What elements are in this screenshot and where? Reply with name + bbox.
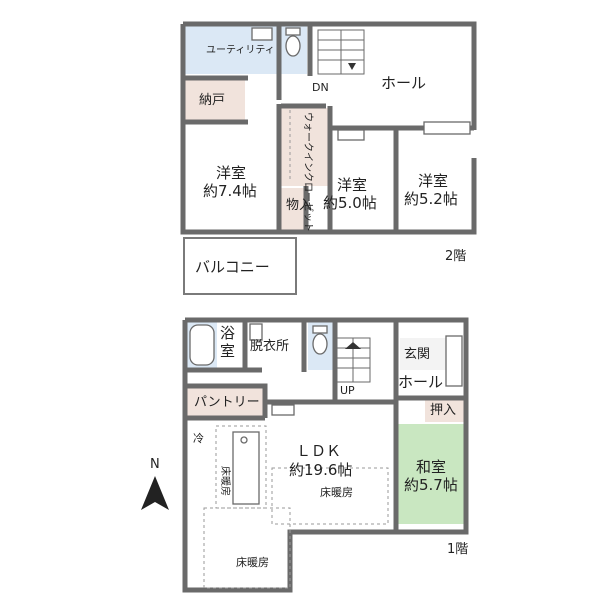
wall-1f-inner bbox=[185, 320, 466, 532]
north-arrow-icon bbox=[141, 476, 169, 510]
walkin-closet bbox=[281, 108, 329, 186]
bedroom1-name: 洋室 bbox=[216, 164, 246, 182]
bedroom3-size: 約5.2帖 bbox=[404, 190, 458, 208]
pantry-label: パントリー bbox=[194, 395, 260, 410]
floor-2: ユーティリティ 納戸 DN ホール ウォークインクローゼット 洋室 約7.4帖 … bbox=[180, 21, 477, 295]
balcony bbox=[183, 237, 297, 295]
stove bbox=[240, 436, 248, 444]
stairs-dn-label: DN bbox=[312, 81, 329, 94]
closet-label-1f: 押入 bbox=[430, 403, 456, 418]
japanese-name: 和室 bbox=[416, 458, 446, 476]
closet-2f bbox=[281, 188, 307, 230]
compass-north-label: N bbox=[150, 457, 160, 472]
floor-1: 浴 室 脱衣所 玄関 UP ホール パントリー 押入 冷 ＬＤＫ 約19.6帖 … bbox=[182, 317, 469, 593]
pantry-room bbox=[187, 388, 263, 416]
bedroom2-size: 約5.0帖 bbox=[323, 194, 377, 212]
floor2-level-label: 2階 bbox=[445, 249, 466, 264]
toilet-bowl-2f bbox=[285, 35, 301, 57]
sliding-door-closet bbox=[445, 335, 463, 387]
shelf-2f-b bbox=[423, 121, 471, 135]
toilet-tank-1f bbox=[312, 325, 328, 334]
entrance-floor bbox=[400, 338, 446, 370]
utility-label: ユーティリティ bbox=[206, 45, 275, 56]
shelf-2f-a bbox=[337, 129, 365, 141]
floor1-level-label: 1階 bbox=[447, 542, 468, 557]
bedroom1-size: 約7.4帖 bbox=[203, 182, 257, 200]
japanese-size: 約5.7帖 bbox=[404, 476, 458, 494]
entrance-label: 玄関 bbox=[404, 347, 430, 362]
washbasin bbox=[249, 323, 263, 341]
stairs-up-label: UP bbox=[340, 384, 355, 397]
toilet-tank-2f bbox=[285, 27, 301, 36]
bath-label-1: 浴 bbox=[220, 324, 235, 342]
storage-room-2f bbox=[185, 80, 245, 120]
fridge-label: 冷 bbox=[193, 432, 204, 445]
stairs-2f bbox=[317, 29, 365, 75]
sink-2f bbox=[251, 27, 273, 41]
hall-label-2f: ホール bbox=[381, 74, 426, 92]
floor-heat-living bbox=[271, 467, 389, 525]
hall-label-1f: ホール bbox=[398, 373, 443, 391]
storage-label-2f: 納戸 bbox=[199, 93, 225, 108]
bath-label-2: 室 bbox=[220, 342, 235, 360]
ldk-name: ＬＤＫ bbox=[296, 442, 341, 460]
walkin-label: ウォークインクローゼット bbox=[302, 112, 314, 232]
floor-heat-label-dining: 床暖房 bbox=[236, 555, 269, 569]
ldk-size: 約19.6帖 bbox=[289, 461, 352, 479]
compass: N bbox=[141, 457, 169, 510]
closet-1f-room bbox=[425, 398, 465, 422]
floor-heat-dining bbox=[203, 507, 291, 589]
bedroom2-name: 洋室 bbox=[337, 176, 367, 194]
japanese-room bbox=[398, 424, 464, 524]
stairs-1f bbox=[335, 337, 371, 383]
balcony-label: バルコニー bbox=[195, 258, 270, 276]
kitchen-sink bbox=[271, 404, 295, 416]
bedroom3-name: 洋室 bbox=[418, 172, 448, 190]
toilet-bowl-1f bbox=[312, 333, 328, 355]
floor-heat-label-kitchen: 床暖房 bbox=[219, 466, 232, 496]
bathtub bbox=[189, 324, 215, 366]
closet-label-2f-1: 物入 bbox=[286, 198, 312, 213]
kitchen-island bbox=[232, 431, 260, 505]
dressing-label: 脱衣所 bbox=[250, 338, 289, 354]
floor-heat-label-living: 床暖房 bbox=[320, 485, 353, 499]
